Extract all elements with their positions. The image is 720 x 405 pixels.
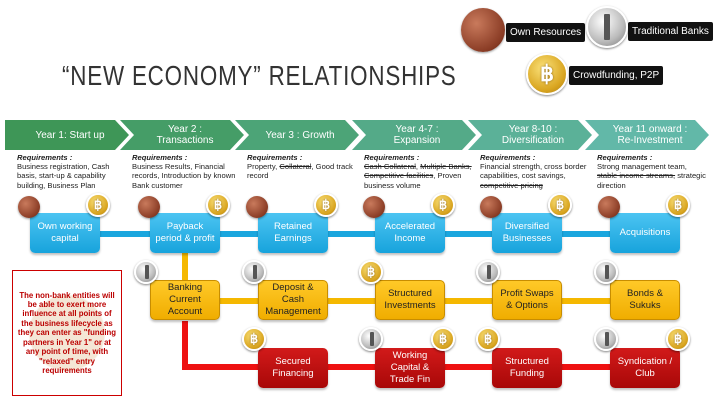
node-secured-financing[interactable]: Secured Financing [258,348,328,388]
stage-requirements: Requirements :Strong management team, st… [597,153,709,190]
bank-branch-line [182,253,188,281]
bitcoin-icon: ฿ [431,327,455,351]
own-resources-line [100,231,610,237]
legend-crowdfunding: Crowdfunding, P2P [569,66,664,85]
bank-safe-icon [594,327,618,351]
non-bank-note: The non-bank entities will be able to ex… [12,270,122,396]
stage-requirements: Requirements :Business Results, Financia… [132,153,244,190]
requirement-text: , [415,162,421,172]
stage-chevron: Year 1: Start up [5,120,129,150]
node-structured-investments[interactable]: Structured Investments [375,280,445,320]
bitcoin-icon: ฿ [206,193,230,217]
stage-requirements: Requirements :Business registration, Cas… [17,153,129,190]
node-syndication-club[interactable]: Syndication / Club [610,348,680,388]
struck-requirement: Multiple Banks, Competitive facilities [364,162,472,181]
requirement-text: Business registration, Cash basis, start… [17,162,110,190]
requirements-heading: Requirements : [17,153,73,162]
stage-chevron: Year 3 : Growth [235,120,359,150]
bitcoin-icon: ฿ [242,327,266,351]
bitcoin-icon: ฿ [548,193,572,217]
bank-safe-icon [359,327,383,351]
copper-coin-icon [363,196,385,218]
bitcoin-icon: ฿ [666,327,690,351]
stage-chevron: Year 2 : Transactions [120,120,244,150]
requirement-text: , Proven business volume [364,171,462,190]
bank-safe-icon [586,6,628,48]
node-structured-funding[interactable]: Structured Funding [492,348,562,388]
struck-requirement: Collateral [279,162,312,172]
requirements-heading: Requirements : [597,153,653,162]
bitcoin-icon: ฿ [314,193,338,217]
stage-chevron: Year 8-10 : Diversification [468,120,592,150]
node-profit-swaps-options[interactable]: Profit Swaps & Options [492,280,562,320]
node-bonds-sukuks[interactable]: Bonds & Sukuks [610,280,680,320]
stage-chevron: Year 11 onward : Re-Investment [585,120,709,150]
node-banking-current-account[interactable]: Banking Current Account [150,280,220,320]
struck-requirement: competitive pricing [480,180,543,190]
copper-coin-icon [246,196,268,218]
bitcoin-icon: ฿ [476,327,500,351]
requirement-text: Business Results, Financial records, Int… [132,162,236,190]
stage-requirements: Requirements :Financial strength, cross … [480,153,592,190]
bitcoin-icon: ฿ [431,193,455,217]
bank-safe-icon [242,260,266,284]
requirement-text: Property, [247,162,280,172]
stage-requirements: Requirements :Cash Collateral, Multiple … [364,153,476,190]
requirement-text: Strong management team, [597,162,687,172]
node-payback-period-profit[interactable]: Payback period & profit [150,213,220,253]
node-accelerated-income[interactable]: Accelerated Income [375,213,445,253]
requirements-heading: Requirements : [364,153,420,162]
requirements-heading: Requirements : [132,153,188,162]
struck-requirement: Cash Collateral [364,162,416,172]
requirements-heading: Requirements : [247,153,303,162]
legend-own-resources: Own Resources [506,23,586,42]
copper-coin-icon [138,196,160,218]
legend-traditional-banks: Traditional Banks [628,22,713,41]
requirement-text: , Good track record [247,162,353,181]
node-diversified-businesses[interactable]: Diversified Businesses [492,213,562,253]
node-own-working-capital[interactable]: Own working capital [30,213,100,253]
struck-requirement: stable income streams, [597,171,676,181]
stage-chevron: Year 4-7 : Expansion [352,120,476,150]
bitcoin-icon: ฿ [86,193,110,217]
copper-coin-icon [598,196,620,218]
copper-coin-icon [461,8,505,52]
stage-requirements: Requirements :Property, Collateral, Good… [247,153,359,181]
copper-coin-icon [18,196,40,218]
node-acquisitions[interactable]: Acquisitions [610,213,680,253]
bitcoin-icon: ฿ [359,260,383,284]
bank-safe-icon [134,260,158,284]
copper-coin-icon [480,196,502,218]
bitcoin-icon: ฿ [526,53,568,95]
bitcoin-icon: ฿ [666,193,690,217]
node-retained-earnings[interactable]: Retained Earnings [258,213,328,253]
page-title: “NEW ECONOMY” RELATIONSHIPS [62,60,457,91]
requirement-text: Financial strength, cross border capabil… [480,162,587,181]
node-working-capital-trade-fin[interactable]: Working Capital & Trade Fin [375,348,445,388]
node-deposit-cash-management[interactable]: Deposit & Cash Management [258,280,328,320]
bank-safe-icon [476,260,500,284]
finance-branch-line [182,321,188,370]
requirements-heading: Requirements : [480,153,536,162]
bank-safe-icon [594,260,618,284]
requirement-text: strategic direction [597,171,706,190]
